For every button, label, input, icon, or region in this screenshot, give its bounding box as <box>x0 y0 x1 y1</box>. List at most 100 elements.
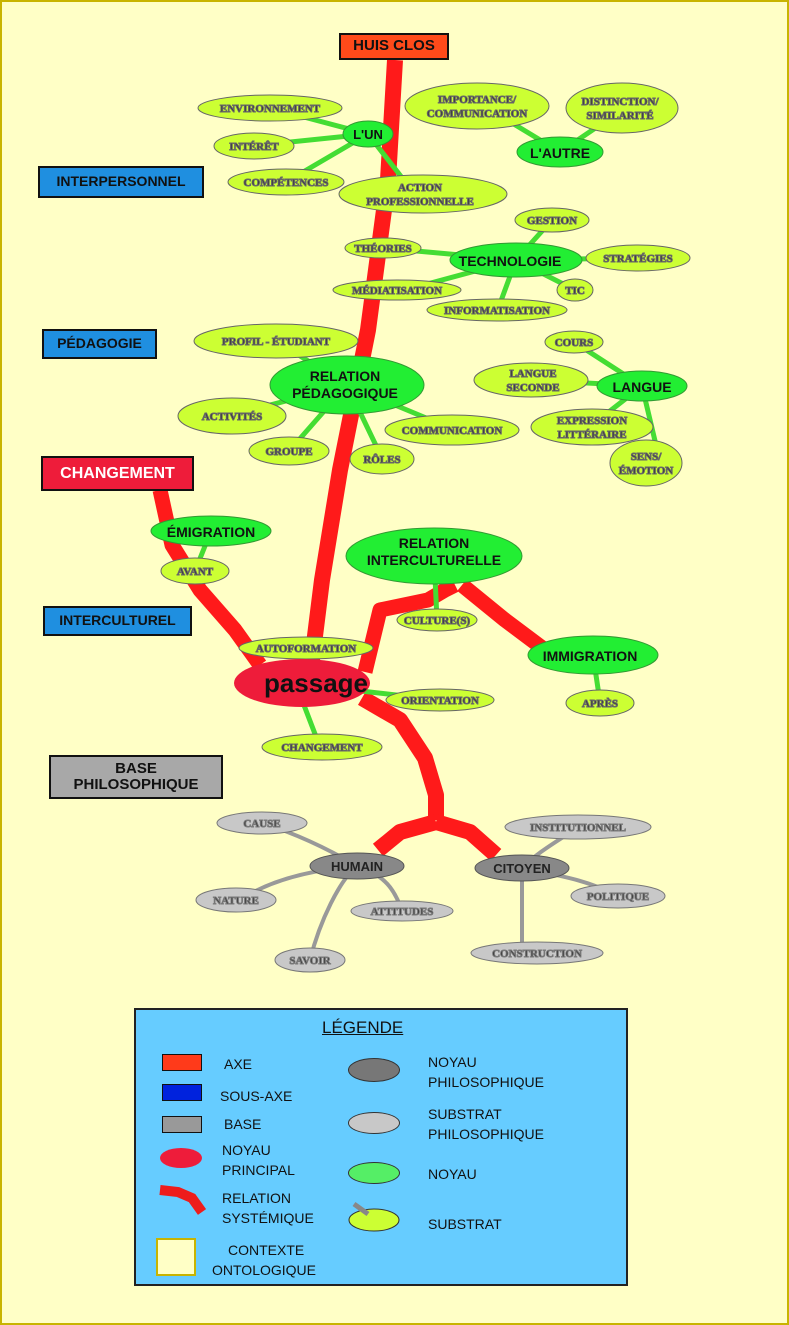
core-relation-interculturelle: RELATION INTERCULTURELLE <box>345 527 523 585</box>
legend-swatch-noyau-principal <box>160 1148 202 1168</box>
legend-swatch-noyau-philosophique <box>348 1058 400 1082</box>
svg-text:CULTURE(S): CULTURE(S) <box>404 615 471 627</box>
svg-text:LITTÉRAIRE: LITTÉRAIRE <box>557 429 626 441</box>
legend-title: LÉGENDE <box>322 1018 404 1037</box>
base-philosophique: BASE PHILOSOPHIQUE <box>49 755 223 799</box>
svg-text:RELATION: RELATION <box>310 368 381 384</box>
svg-text:CHANGEMENT: CHANGEMENT <box>281 742 363 754</box>
svg-text:ACTION: ACTION <box>398 182 442 194</box>
philo-substrate-cause: CAUSE <box>216 811 308 835</box>
legend-label-axe: AXE <box>224 1056 253 1072</box>
relation-base <box>357 691 444 820</box>
legend-label-noyau-philo-1: NOYAU <box>428 1054 477 1070</box>
svg-text:LANGUE: LANGUE <box>509 368 556 380</box>
legend-swatch-axe <box>162 1054 202 1071</box>
svg-text:RELATION: RELATION <box>399 535 470 551</box>
svg-text:TIC: TIC <box>565 285 585 297</box>
svg-text:ÉMOTION: ÉMOTION <box>619 465 673 477</box>
legend-label-noyau-philo-2: PHILOSOPHIQUE <box>428 1074 544 1090</box>
svg-text:L'AUTRE: L'AUTRE <box>530 145 590 161</box>
svg-text:ORIENTATION: ORIENTATION <box>401 695 479 707</box>
legend-label-contexte-2: ONTOLOGIQUE <box>212 1262 316 1278</box>
philo-core-humain: HUMAIN <box>309 852 405 880</box>
cores: L'UN L'AUTRE TECHNOLOGIE RELATION PÉDAGO… <box>150 120 688 675</box>
axis-changement: CHANGEMENT <box>41 456 194 491</box>
legend-label-relation-1: RELATION <box>222 1190 291 1206</box>
svg-text:DISTINCTION/: DISTINCTION/ <box>581 96 659 108</box>
relation-immigration <box>457 579 550 656</box>
philo-substrate-nature: NATURE <box>195 887 277 913</box>
substrate-tic: TIC <box>556 278 594 302</box>
svg-text:HUMAIN: HUMAIN <box>331 859 383 874</box>
legend-swatch-substrat-philosophique <box>348 1112 400 1134</box>
legend-label-substrat-philo-1: SUBSTRAT <box>428 1106 502 1122</box>
legend-label-noyau-principal-1: NOYAU <box>222 1142 271 1158</box>
svg-text:GESTION: GESTION <box>527 215 577 227</box>
substrate-groupe: GROUPE <box>248 436 330 466</box>
philo-substrate-politique: POLITIQUE <box>570 883 666 909</box>
substrate-activites: ACTIVITÉS <box>177 397 287 435</box>
core-l-autre: L'AUTRE <box>516 136 604 168</box>
svg-text:COMMUNICATION: COMMUNICATION <box>427 108 528 120</box>
philo-substrate-attitudes: ATTITUDES <box>350 900 454 922</box>
svg-text:SECONDE: SECONDE <box>506 382 559 394</box>
core-technologie: TECHNOLOGIE <box>449 242 583 278</box>
svg-text:NATURE: NATURE <box>213 895 259 907</box>
substrate-expression-litteraire: EXPRESSION LITTÉRAIRE <box>530 408 654 446</box>
svg-text:PROFIL - ÉTUDIANT: PROFIL - ÉTUDIANT <box>222 336 331 348</box>
substrate-interet: INTÉRÊT <box>213 132 295 160</box>
substrate-langue-seconde: LANGUE SECONDE <box>473 362 589 398</box>
substrate-importance-communication: IMPORTANCE/ COMMUNICATION <box>404 82 550 130</box>
svg-text:INFORMATISATION: INFORMATISATION <box>444 305 550 317</box>
substrate-avant: AVANT <box>160 557 230 585</box>
legend-label-contexte-1: CONTEXTE <box>228 1242 305 1258</box>
svg-text:GROUPE: GROUPE <box>265 446 312 458</box>
legend-label-noyau: NOYAU <box>428 1166 477 1182</box>
axis-huis-clos: HUIS CLOS <box>339 33 449 60</box>
legend-label-substrat-philo-2: PHILOSOPHIQUE <box>428 1126 544 1142</box>
principal-core: passage <box>234 659 370 707</box>
svg-text:INSTITUTIONNEL: INSTITUTIONNEL <box>530 822 626 834</box>
legend-swatch-base <box>162 1116 202 1133</box>
core-immigration: IMMIGRATION <box>527 635 659 675</box>
svg-text:EXPRESSION: EXPRESSION <box>557 415 627 427</box>
substrate-communication: COMMUNICATION <box>384 414 520 446</box>
svg-text:STRATÉGIES: STRATÉGIES <box>603 253 673 265</box>
substrate-changement: CHANGEMENT <box>261 733 383 761</box>
legend-swatch-substrat <box>348 1201 400 1232</box>
svg-text:TECHNOLOGIE: TECHNOLOGIE <box>459 253 562 269</box>
substrate-distinction-similarite: DISTINCTION/ SIMILARITÉ <box>565 82 679 134</box>
svg-text:passage: passage <box>264 668 368 698</box>
substrate-strategies: STRATÉGIES <box>585 244 691 272</box>
svg-text:AUTOFORMATION: AUTOFORMATION <box>256 643 356 655</box>
svg-text:THÉORIES: THÉORIES <box>354 243 411 255</box>
substrate-theories: THÉORIES <box>344 237 422 259</box>
svg-text:CITOYEN: CITOYEN <box>493 861 551 876</box>
substrate-gestion: GESTION <box>514 207 590 233</box>
svg-text:MÉDIATISATION: MÉDIATISATION <box>352 285 442 297</box>
svg-text:RÔLES: RÔLES <box>363 453 400 466</box>
svg-text:ÉMIGRATION: ÉMIGRATION <box>167 524 255 540</box>
legend-swatch-contexte <box>156 1238 196 1276</box>
svg-text:COMPÉTENCES: COMPÉTENCES <box>244 177 329 189</box>
legend-swatch-relation <box>159 1185 207 1215</box>
core-emigration: ÉMIGRATION <box>150 515 272 547</box>
relation-interculturelle <box>357 578 459 674</box>
svg-text:IMPORTANCE/: IMPORTANCE/ <box>438 94 517 106</box>
svg-text:CAUSE: CAUSE <box>243 818 280 830</box>
philo-substrate-institutionnel: INSTITUTIONNEL <box>504 814 652 840</box>
legend: LÉGENDE AXE SOUS-AXE BASE NOYAU PRINCIPA… <box>134 1008 628 1286</box>
relation-citoyen <box>433 814 502 861</box>
svg-text:CONSTRUCTION: CONSTRUCTION <box>492 948 582 960</box>
substrate-roles: RÔLES <box>349 443 415 475</box>
core-langue: LANGUE <box>596 370 688 402</box>
svg-text:ENVIRONNEMENT: ENVIRONNEMENT <box>220 103 321 115</box>
core-relation-pedagogique: RELATION PÉDAGOGIQUE <box>269 355 425 415</box>
svg-text:SENS/: SENS/ <box>631 451 663 463</box>
svg-text:SAVOIR: SAVOIR <box>289 955 331 967</box>
svg-text:IMMIGRATION: IMMIGRATION <box>543 648 638 664</box>
substrate-informatisation: INFORMATISATION <box>426 298 568 322</box>
core-l-un: L'UN <box>342 120 394 148</box>
sub-axis-pedagogie: PÉDAGOGIE <box>42 329 157 359</box>
